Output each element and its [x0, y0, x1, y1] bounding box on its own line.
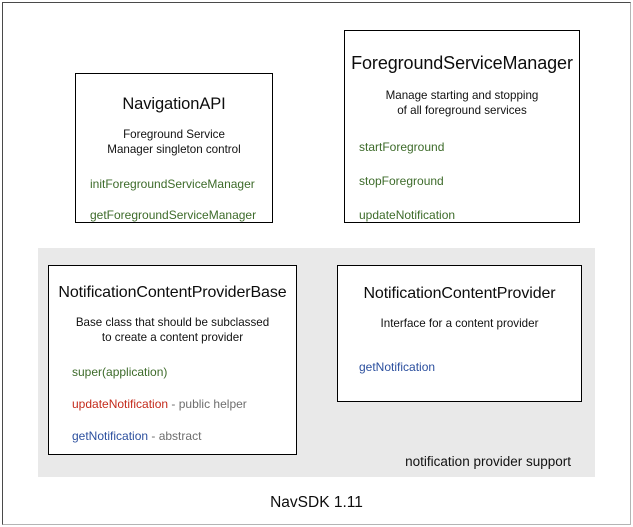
member-list-notification-content-provider: getNotification: [338, 361, 581, 373]
class-title-foreground-service-manager: ForegroundServiceManager: [351, 53, 573, 73]
member-list-foreground-service-manager: startForeground stopForeground updateNot…: [345, 141, 579, 221]
member-item[interactable]: super(application): [72, 366, 296, 378]
class-description-line: Base class that should be subclassed: [75, 316, 270, 329]
footer-version-label: NavSDK 1.11: [270, 494, 363, 511]
class-description-notification-content-provider-base: Base class that should be subclassed to …: [49, 315, 296, 346]
group-region-caption: notification provider support: [405, 454, 571, 469]
class-description-line: Manage starting and stopping: [385, 89, 539, 102]
member-name: getForegroundServiceManager: [90, 207, 257, 222]
member-name: updateNotification: [359, 207, 456, 222]
member-name: initForegroundServiceManager: [90, 176, 255, 191]
member-name: updateNotification: [72, 396, 169, 411]
class-box-foreground-service-manager[interactable]: ForegroundServiceManager Manage starting…: [344, 30, 580, 223]
member-name: getNotification: [359, 360, 436, 375]
class-description-line: to create a content provider: [101, 331, 244, 345]
member-item[interactable]: updateNotification - public helper: [72, 398, 296, 410]
class-box-navigation-api[interactable]: NavigationAPI Foreground Service Manager…: [75, 73, 273, 223]
member-note: - public helper: [168, 396, 247, 411]
member-item[interactable]: getNotification - abstract: [72, 430, 296, 442]
member-list-notification-content-provider-base: super(application) updateNotification - …: [49, 366, 296, 442]
member-name: stopForeground: [359, 173, 444, 188]
class-description-line: Interface for a content provider: [380, 317, 539, 330]
member-list-navigation-api: initForegroundServiceManager getForegrou…: [76, 178, 272, 221]
class-box-notification-content-provider-base[interactable]: NotificationContentProviderBase Base cla…: [48, 265, 297, 455]
member-item[interactable]: getNotification: [359, 361, 581, 373]
class-description-foreground-service-manager: Manage starting and stopping of all fore…: [345, 88, 579, 119]
member-item[interactable]: getForegroundServiceManager: [90, 209, 272, 221]
class-box-notification-content-provider[interactable]: NotificationContentProvider Interface fo…: [337, 265, 582, 402]
class-description-line: Manager singleton control: [107, 143, 241, 157]
member-item[interactable]: stopForeground: [359, 175, 579, 187]
member-name: getNotification: [72, 428, 149, 443]
member-item[interactable]: initForegroundServiceManager: [90, 178, 272, 190]
class-description-navigation-api: Foreground Service Manager singleton con…: [76, 127, 272, 158]
class-description-line: of all foreground services: [397, 104, 527, 118]
class-title-notification-content-provider-base: NotificationContentProviderBase: [58, 284, 287, 301]
member-item[interactable]: startForeground: [359, 141, 579, 153]
class-description-notification-content-provider: Interface for a content provider: [338, 316, 581, 331]
class-title-navigation-api: NavigationAPI: [122, 95, 226, 113]
member-item[interactable]: updateNotification: [359, 209, 579, 221]
class-title-notification-content-provider: NotificationContentProvider: [363, 285, 556, 302]
class-description-line: Foreground Service: [123, 128, 225, 141]
member-name: startForeground: [359, 139, 445, 154]
member-name: super(application): [72, 364, 168, 379]
member-note: - abstract: [148, 428, 202, 443]
